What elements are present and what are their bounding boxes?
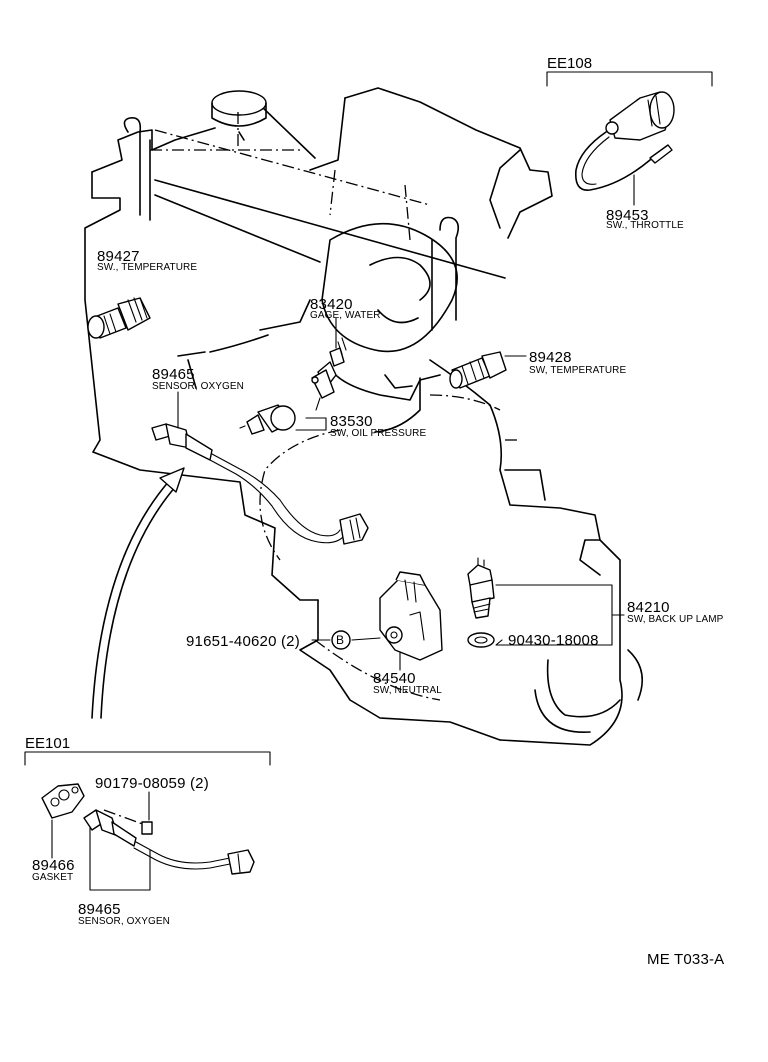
part-name-83530: SW, OIL PRESSURE	[330, 428, 427, 439]
part-number-90179[interactable]: 90179-08059 (2)	[95, 775, 209, 792]
engine-block-outline	[84, 87, 644, 746]
part-number-89427[interactable]: 89427	[97, 248, 140, 265]
part-number-83420[interactable]: 83420	[310, 296, 353, 313]
part-name-89427: SW., TEMPERATURE	[97, 262, 198, 273]
part-name-89465-main: SENSOR, OXYGEN	[152, 381, 244, 392]
group-label-ee101: EE101	[25, 735, 71, 752]
part-number-83530[interactable]: 83530	[330, 413, 373, 430]
part-name-84210: SW, BACK UP LAMP	[627, 614, 724, 625]
back-up-lamp-switch-icon[interactable]	[467, 557, 495, 648]
temperature-switch-89428-icon[interactable]	[449, 351, 507, 389]
figure-code: ME T033-A	[647, 951, 725, 968]
part-number-89428[interactable]: 89428	[529, 349, 572, 366]
part-number-89465-kit[interactable]: 89465	[78, 901, 121, 918]
oil-pressure-switch-icon[interactable]	[239, 404, 296, 435]
throttle-switch-icon[interactable]	[574, 91, 675, 206]
reference-arrow-icon	[91, 467, 185, 719]
temperature-switch-89427-icon[interactable]	[87, 297, 151, 339]
part-number-84540[interactable]: 84540	[373, 670, 416, 687]
part-number-91651[interactable]: 91651-40620 (2)	[186, 633, 300, 650]
kit-leader-lines	[51, 791, 151, 891]
oxygen-sensor-kit-icon[interactable]	[41, 783, 255, 875]
callout-b-circle	[331, 630, 351, 650]
water-gage-icon[interactable]	[311, 337, 347, 411]
leader-lines	[177, 317, 625, 671]
part-number-90430[interactable]: 90430-18008	[508, 632, 599, 649]
part-name-89453: SW., THROTTLE	[606, 220, 684, 231]
part-name-84540: SW, NEUTRAL	[373, 685, 442, 696]
part-name-89428: SW, TEMPERATURE	[529, 365, 627, 376]
part-name-89465-kit: SENSOR, OXYGEN	[78, 916, 170, 927]
part-name-89466: GASKET	[32, 872, 74, 883]
neutral-switch-icon[interactable]	[379, 571, 443, 661]
ee108-bracket	[546, 71, 713, 87]
callout-b-label: B	[336, 633, 345, 647]
part-number-84210[interactable]: 84210	[627, 599, 670, 616]
oxygen-sensor-main-icon[interactable]	[151, 423, 369, 545]
part-name-83420: GAGE, WATER	[310, 310, 381, 321]
part-number-89453[interactable]: 89453	[606, 207, 649, 224]
part-number-89466[interactable]: 89466	[32, 857, 75, 874]
part-number-89465-main[interactable]: 89465	[152, 366, 195, 383]
group-label-ee108: EE108	[547, 55, 593, 72]
ee101-bracket	[24, 751, 271, 766]
